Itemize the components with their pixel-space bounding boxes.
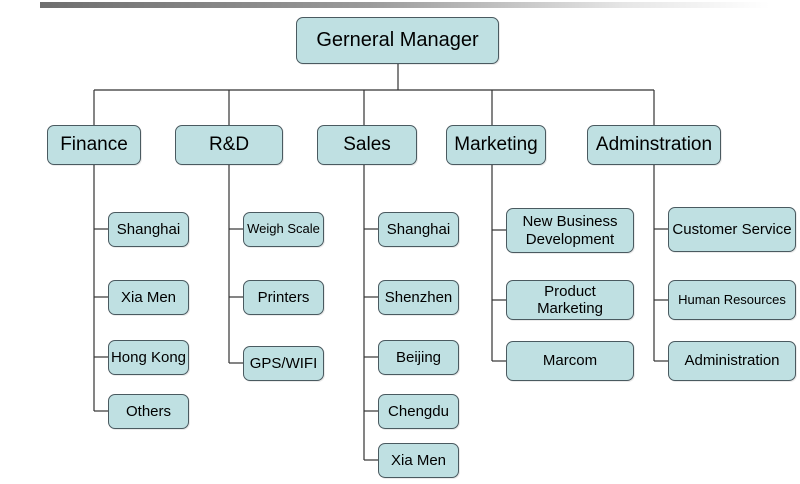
dept-administration: Adminstration (587, 125, 721, 165)
admin-item-administration: Administration (668, 341, 796, 381)
marketing-item-new-business-development: New Business Development (506, 208, 634, 253)
finance-item-others: Others (108, 394, 189, 429)
sales-item-xia-men: Xia Men (378, 443, 459, 478)
sales-item-beijing: Beijing (378, 340, 459, 375)
admin-item-customer-service: Customer Service (668, 207, 796, 252)
rnd-item-gps-wifi: GPS/WIFI (243, 346, 324, 381)
marketing-item-product-marketing: Product Marketing (506, 280, 634, 320)
rnd-item-printers: Printers (243, 280, 324, 315)
dept-marketing: Marketing (446, 125, 546, 165)
finance-item-hong-kong: Hong Kong (108, 340, 189, 375)
admin-item-human-resources: Human Resources (668, 280, 796, 320)
rnd-item-weigh-scale: Weigh Scale (243, 212, 324, 247)
sales-item-chengdu: Chengdu (378, 394, 459, 429)
sales-item-shenzhen: Shenzhen (378, 280, 459, 315)
finance-item-shanghai: Shanghai (108, 212, 189, 247)
dept-finance: Finance (47, 125, 141, 165)
sales-item-shanghai: Shanghai (378, 212, 459, 247)
general-manager-box: Gerneral Manager (296, 17, 499, 64)
dept-rnd: R&D (175, 125, 283, 165)
header-accent-bar (40, 2, 770, 8)
finance-item-xia-men: Xia Men (108, 280, 189, 315)
dept-sales: Sales (317, 125, 417, 165)
marketing-item-marcom: Marcom (506, 341, 634, 381)
